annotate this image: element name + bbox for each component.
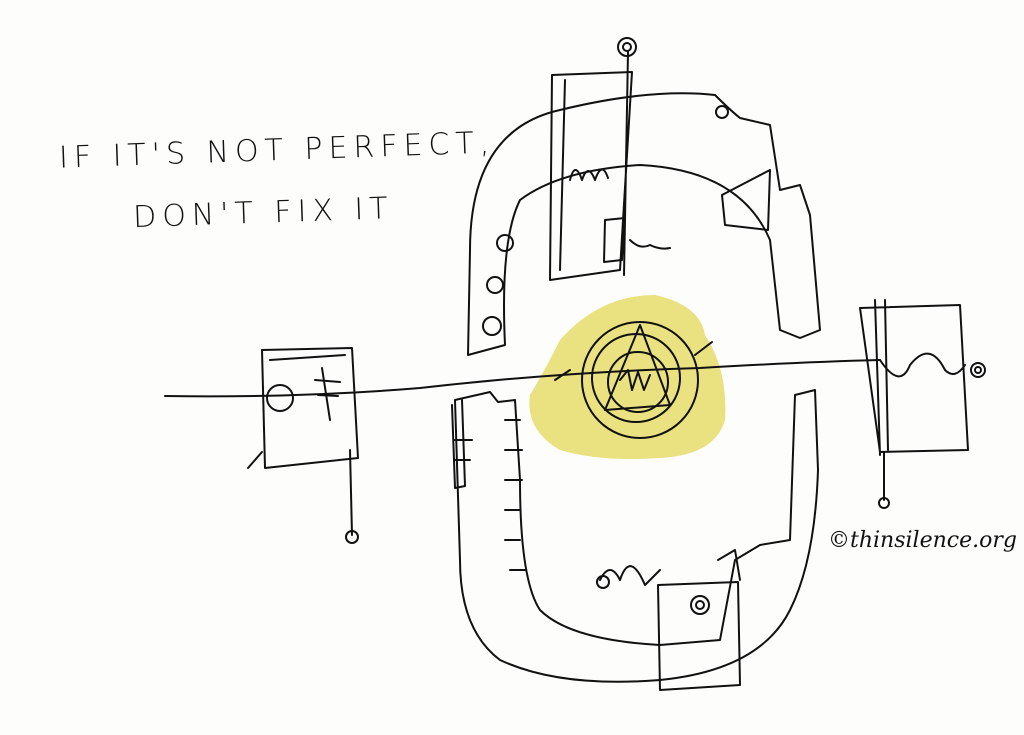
top-arch [467, 92, 821, 356]
center-spiral-knot [554, 321, 713, 439]
left-box [261, 347, 359, 469]
right-box [859, 299, 969, 456]
top-tower [549, 51, 633, 281]
horizontal-line [164, 359, 881, 398]
credit-text: ©thinsilence.org [828, 528, 1017, 553]
bottom-arch [454, 389, 819, 683]
